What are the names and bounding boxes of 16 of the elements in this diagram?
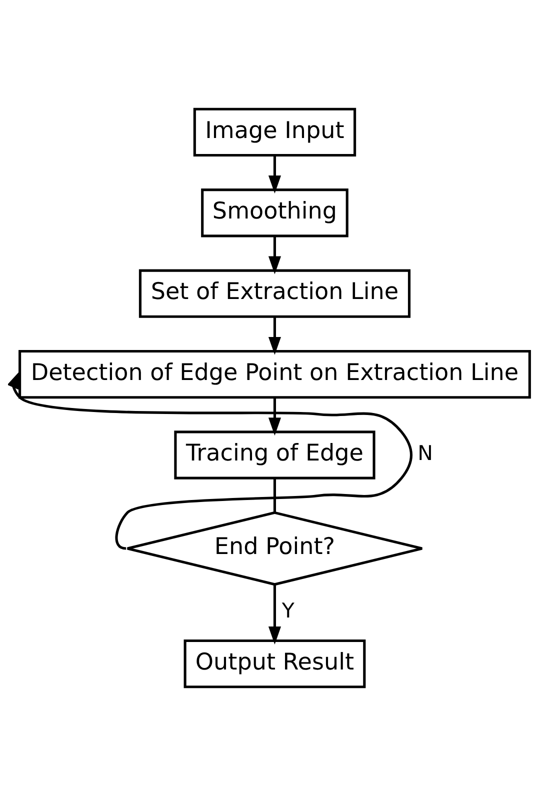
node-box: Set of Extraction Line [138,269,411,318]
edge-label: N [418,440,433,465]
node-box: Output Result [184,639,366,688]
node-diamond: End Point? [126,511,424,586]
node-box: Image Input [193,108,356,157]
arrow [268,317,282,355]
node-box: Tracing of Edge [174,430,376,480]
arrow [8,370,412,550]
arrow [268,156,282,194]
arrow [268,236,282,274]
arrow [268,398,282,436]
connector [273,478,276,513]
node-box: Detection of Edge Point on Extraction Line [18,350,531,399]
node-box: Smoothing [201,188,348,238]
arrow [268,584,282,644]
edge-label: Y [282,598,294,622]
